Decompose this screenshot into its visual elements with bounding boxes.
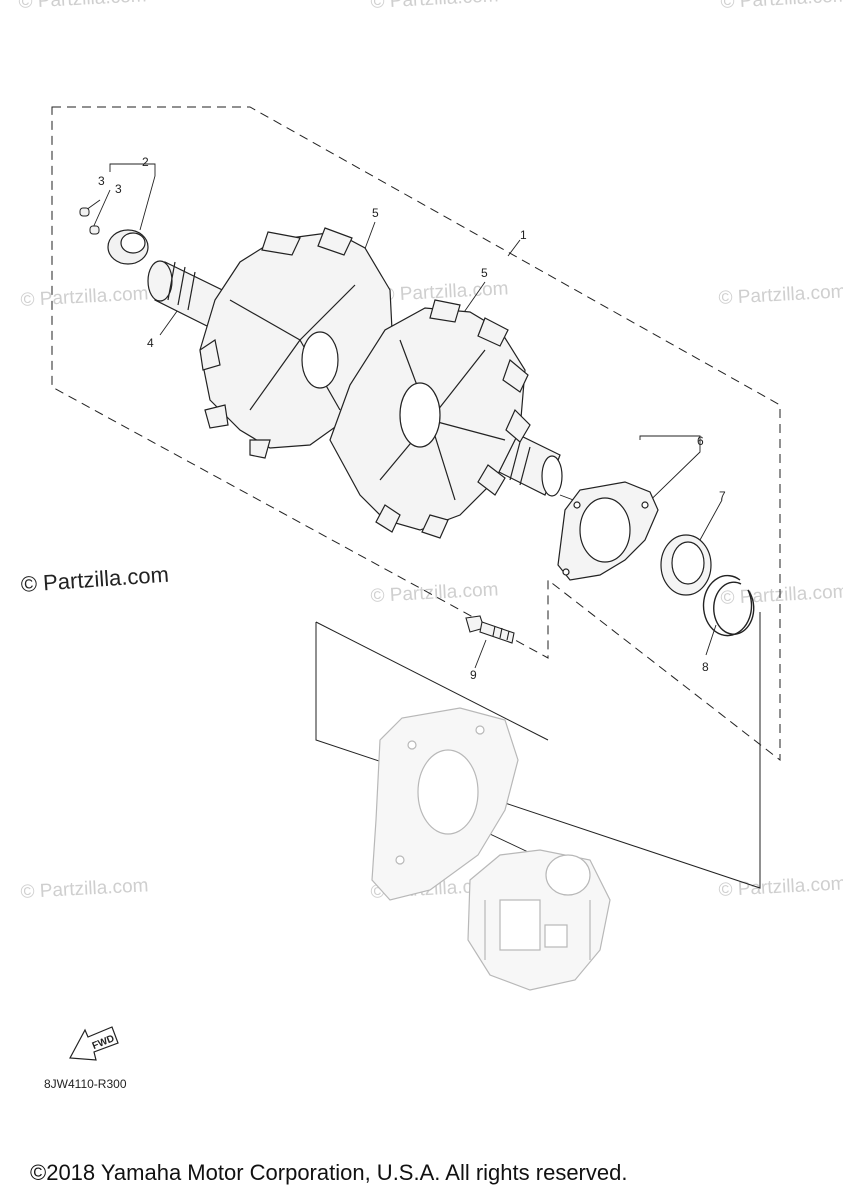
callout-8: 8: [702, 660, 709, 674]
housing-plate-part-6: [557, 481, 659, 581]
sprocket-part-5-right: [329, 299, 531, 539]
fwd-arrow-icon: [69, 1026, 119, 1061]
caliper-reference-line: [315, 621, 549, 741]
brake-plate-reference: [371, 707, 519, 901]
collar-part-2: [107, 229, 149, 265]
callout-4: 4: [147, 336, 154, 350]
callout-5b: 5: [481, 266, 488, 280]
cap-part-3: [79, 207, 100, 235]
circlip-part-8: [702, 574, 755, 637]
caliper-reference-frame: [315, 612, 761, 889]
callout-1: 1: [520, 228, 527, 242]
callout-9: 9: [470, 668, 477, 682]
copyright-notice: ©2018 Yamaha Motor Corporation, U.S.A. A…: [30, 1160, 628, 1185]
sprocket-part-5-left: [199, 227, 393, 459]
callout-2: 2: [142, 155, 149, 169]
callout-3a: 3: [98, 174, 105, 188]
callout-7: 7: [719, 489, 726, 503]
assembly-boundary: [51, 106, 781, 762]
diagram-code: 8JW4110-R300: [44, 1077, 127, 1091]
bearing-part-7: [660, 534, 712, 596]
callout-3b: 3: [115, 182, 122, 196]
callout-6: 6: [697, 434, 704, 448]
bolt-part-9: [465, 615, 515, 644]
callout-5a: 5: [372, 206, 379, 220]
brake-caliper-reference: [467, 849, 611, 991]
